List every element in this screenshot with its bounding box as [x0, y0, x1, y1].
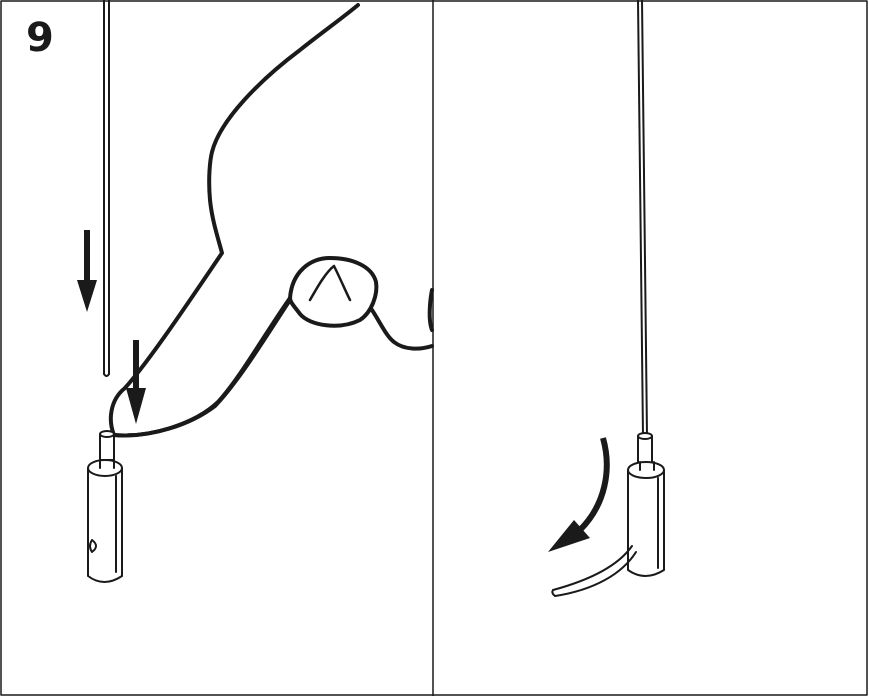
curved-arrow-icon [548, 437, 610, 552]
down-arrow-small-icon [126, 340, 146, 424]
wire-left [103, 0, 110, 377]
step-number: 9 [26, 15, 54, 61]
wire-right [637, 0, 648, 437]
down-arrow-icon [77, 230, 97, 312]
cable-connector-left [87, 430, 123, 583]
cable-connector-right [551, 432, 665, 597]
hand-icon [108, 3, 434, 438]
